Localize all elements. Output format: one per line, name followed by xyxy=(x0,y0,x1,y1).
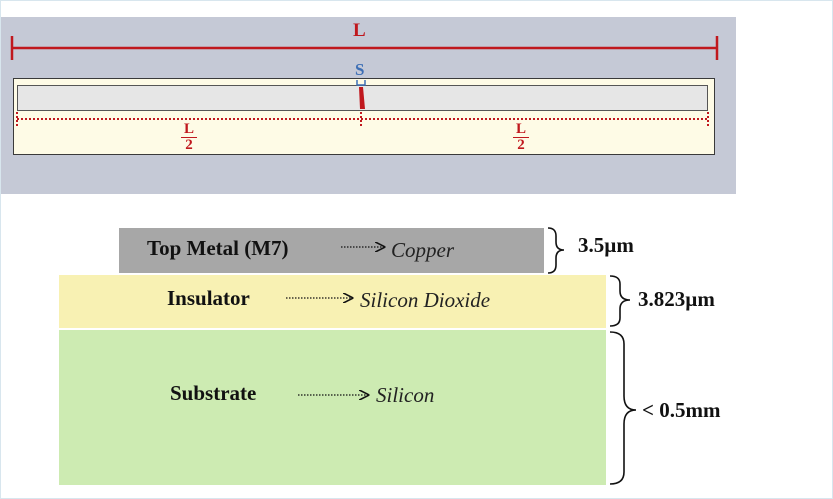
sensor-label: S xyxy=(355,60,365,79)
top-metal-material: Copper xyxy=(391,238,454,262)
top-metal-thickness: 3.5µm xyxy=(578,233,634,257)
substrate-material: Silicon xyxy=(376,383,435,407)
top-metal-name: Top Metal (M7) xyxy=(147,236,289,260)
fraction-denominator: 2 xyxy=(185,137,193,153)
top-view-panel: L S L 2 L 2 xyxy=(1,17,736,194)
insulator-name: Insulator xyxy=(167,286,250,310)
insulator-layer xyxy=(59,275,606,328)
dimension-lines xyxy=(10,36,719,126)
fraction-numerator: L xyxy=(513,122,529,138)
insulator-thickness: 3.823µm xyxy=(638,287,715,311)
substrate-layer xyxy=(59,330,606,485)
fraction-denominator: 2 xyxy=(517,137,525,153)
sensor-bracket xyxy=(356,80,366,86)
top-metal-layer xyxy=(119,228,544,273)
half-length-label-right: L 2 xyxy=(513,122,529,153)
fraction-numerator: L xyxy=(181,122,197,138)
length-label: L xyxy=(353,20,366,41)
substrate-name: Substrate xyxy=(170,381,257,405)
insulator-material: Silicon Dioxide xyxy=(360,288,491,312)
substrate-thickness: < 0.5mm xyxy=(642,398,721,422)
half-length-label-left: L 2 xyxy=(181,122,197,153)
sensor-probe xyxy=(359,87,365,109)
